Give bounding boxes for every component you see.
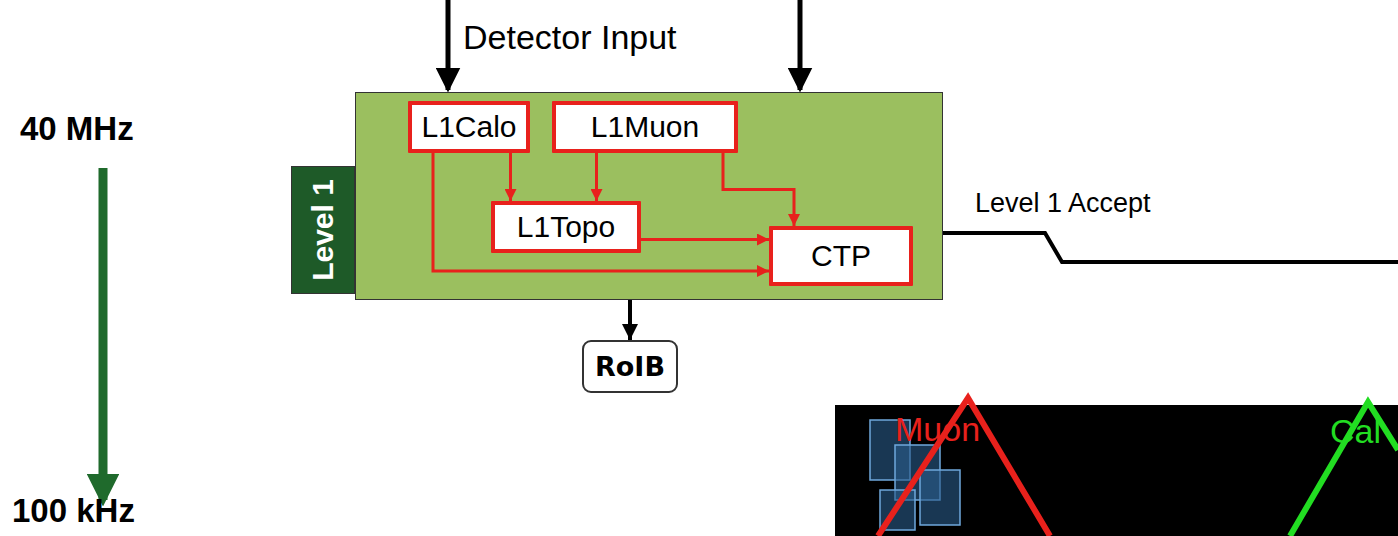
input-label: Detector Input	[463, 18, 677, 57]
level-group: Level 1L1CaloL1MuonL1TopoCTP	[355, 92, 943, 300]
signal-label: Level 1 Accept	[975, 188, 1151, 219]
trigger-box: L1Topo	[491, 201, 641, 253]
display-label: Cal	[1330, 412, 1381, 451]
input-arrow	[798, 0, 803, 90]
box-label: L1Topo	[517, 210, 615, 244]
accept-wire	[912, 233, 1398, 262]
group-heading: Level 1	[306, 179, 340, 281]
rate-arrow	[99, 168, 108, 500]
trigger-box: L1Muon	[552, 101, 738, 153]
trigger-box: L1Calo	[408, 101, 530, 153]
muon-triangle	[878, 398, 1050, 536]
rate-label: 100 kHz	[12, 492, 135, 530]
box-label: L1Muon	[591, 110, 699, 144]
buffer-box: RoIB	[582, 340, 678, 393]
box-label: CTP	[811, 239, 871, 273]
box-label: L1Calo	[421, 110, 516, 144]
input-arrow	[446, 0, 451, 90]
trigger-box: CTP	[769, 226, 913, 286]
rate-label: 40 MHz	[20, 110, 134, 148]
display-label: Muon	[895, 410, 980, 449]
level-tab: Level 1	[291, 166, 355, 294]
calo-triangle	[1290, 402, 1398, 536]
box-label: RoIB	[595, 351, 665, 382]
signal-arrow	[628, 300, 632, 340]
